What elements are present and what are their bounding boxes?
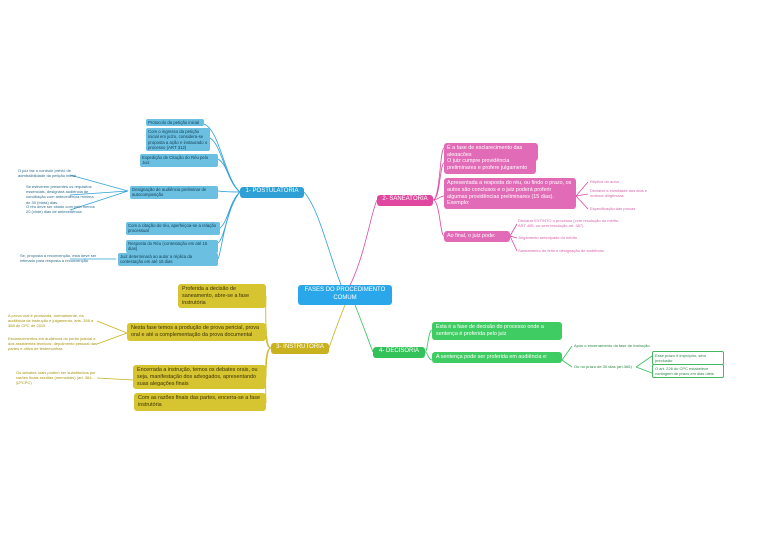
postulatoria-item-3[interactable]: Expedição de Citação do Réu pelo Juiz xyxy=(140,154,218,167)
saneatoria-option-1: Declarar EXTINTO o processo (com resoluç… xyxy=(518,218,619,229)
saneatoria-option-3: Saneamento do feito e designação de audi… xyxy=(518,248,604,253)
branch-decisoria[interactable]: 4- DECISÓRIA xyxy=(373,347,425,358)
postulatoria-item-5[interactable]: Com a citação do réu, aperfeiçoa-se a re… xyxy=(126,222,220,235)
instrutoria-note-2: Esclarecimentos em audiência do perito j… xyxy=(8,336,97,352)
branch-postulatoria[interactable]: 1- POSTULATÓRIA xyxy=(240,187,304,198)
postulatoria-item-6[interactable]: Resposta do Réu (contestação em até 15 d… xyxy=(126,240,218,253)
postulatoria-item-7[interactable]: Juiz determinará ao autor a réplica da c… xyxy=(118,253,218,266)
instrutoria-item-4[interactable]: Com as razões finais das partes, encerra… xyxy=(134,393,266,411)
saneatoria-example-3: Especificação das provas xyxy=(590,206,636,211)
postulatoria-item-4[interactable]: Designação de audiência preliminar de au… xyxy=(130,186,218,199)
instrutoria-item-3[interactable]: Encerrada a instrução, temos os debates … xyxy=(133,365,266,390)
decisoria-timing-1: Após o encerramento da fase de Instrução xyxy=(574,343,650,348)
decisoria-item-1[interactable]: Esta é a fase de decisão do processo ond… xyxy=(432,322,562,340)
branch-decisoria-label: 4- DECISÓRIA xyxy=(378,348,419,354)
instrutoria-item-2[interactable]: Nesta fase temos a produção de prova per… xyxy=(127,323,266,341)
postulatoria-note-3: O réu deve ser citado com pelo menos 20 … xyxy=(26,204,95,215)
postulatoria-item-1[interactable]: Protocolo da petição inicial xyxy=(146,119,204,127)
decisoria-timing-2: Ou no prazo de 30 dias (art.366) xyxy=(574,364,632,369)
branch-instrutoria[interactable]: 3- INSTRUTÓRIA xyxy=(271,343,329,354)
instrutoria-note-1: A prova oral é produzida, normalmente, n… xyxy=(8,313,94,329)
postulatoria-note-4: Se, proposta a reconvenção, esta deve se… xyxy=(20,253,97,264)
saneatoria-item-3[interactable]: Apresentada a resposta do réu, ou findo … xyxy=(444,178,576,209)
instrutoria-note-3: Os debates orais podem ser substituídos … xyxy=(16,370,96,386)
saneatoria-item-2[interactable]: O juiz cumpre providência preliminares e… xyxy=(444,156,536,174)
branch-postulatoria-label: 1- POSTULATÓRIA xyxy=(245,188,299,194)
postulatoria-note-1: O juiz faz o controle prévio de admissib… xyxy=(18,168,77,179)
postulatoria-item-2[interactable]: Com o ingresso da petição inicial em juí… xyxy=(146,128,210,152)
saneatoria-example-1: Réplica do autor xyxy=(590,179,620,184)
saneatoria-example-2: Declarar a invalidade dos atos e ordenar… xyxy=(590,188,648,199)
decisoria-note-2: O art. 226 do CPC estabelece contagem de… xyxy=(652,364,724,379)
branch-saneatoria[interactable]: 2- SANEATÓRIA xyxy=(377,195,433,206)
decisoria-item-2[interactable]: A sentença pode ser proferida em audiênc… xyxy=(432,352,562,363)
root-node[interactable]: FASES DO PROCEDIMENTO COMUM xyxy=(298,285,392,305)
saneatoria-item-4[interactable]: Ao final, o juiz pode: xyxy=(444,231,510,242)
saneatoria-option-2: Julgamento antecipado do mérito xyxy=(518,235,578,240)
instrutoria-item-1[interactable]: Proferida a decisão de saneamento, abre-… xyxy=(178,284,266,309)
branch-instrutoria-label: 3- INSTRUTÓRIA xyxy=(276,344,324,350)
postulatoria-note-2: Se estiverem presentes os requisitos ess… xyxy=(26,184,94,205)
root-title: FASES DO PROCEDIMENTO COMUM xyxy=(304,287,386,301)
decisoria-note-1: Esse prazo é impróprio, sem preclusão xyxy=(652,351,724,366)
branch-saneatoria-label: 2- SANEATÓRIA xyxy=(382,196,428,202)
